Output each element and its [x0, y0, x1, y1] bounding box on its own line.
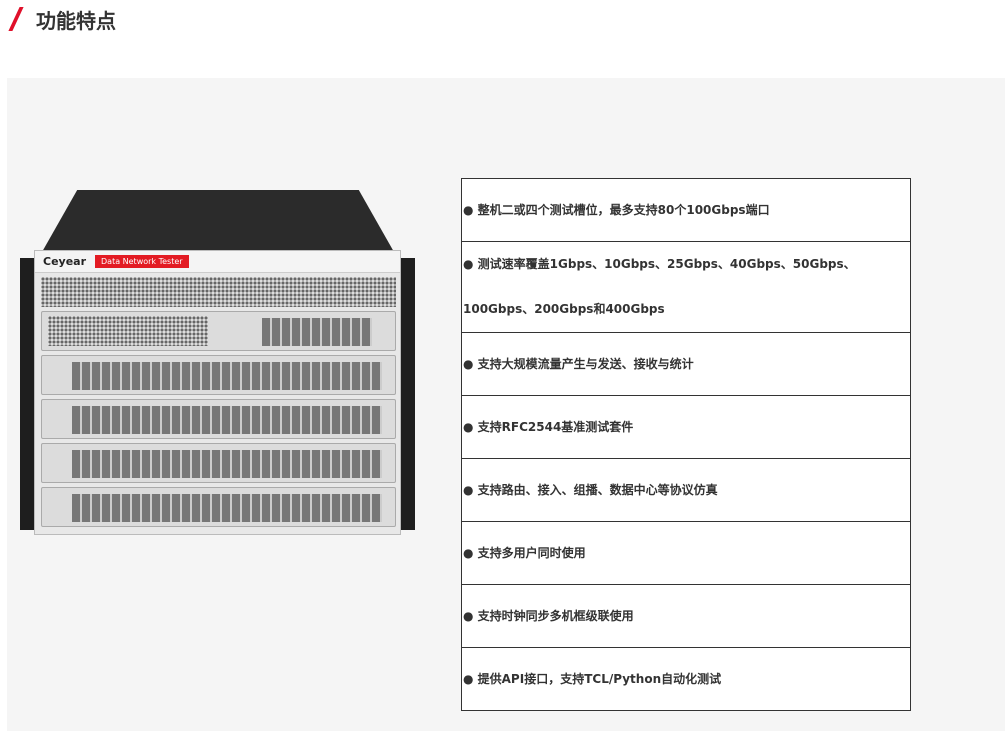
front-label-bar: Ceyear Data Network Tester [35, 251, 400, 273]
table-row: ● 整机二或四个测试槽位，最多支持80个100Gbps端口 [461, 178, 911, 242]
features-table: ● 整机二或四个测试槽位，最多支持80个100Gbps端口 ● 测试速率覆盖1G… [461, 178, 911, 711]
feature-item: ● 支持多用户同时使用 [461, 521, 911, 585]
table-row: ● 支持RFC2544基准测试套件 [461, 395, 911, 459]
chassis-top [42, 190, 394, 252]
product-label: Data Network Tester [95, 255, 189, 268]
table-row: ● 支持多用户同时使用 [461, 521, 911, 585]
port-slot [41, 399, 396, 439]
vent-grille [41, 277, 396, 307]
feature-item: ● 整机二或四个测试槽位，最多支持80个100Gbps端口 [461, 178, 911, 242]
feature-item: ● 支持时钟同步多机框级联使用 [461, 584, 911, 648]
table-row: ● 测试速率覆盖1Gbps、10Gbps、25Gbps、40Gbps、50Gbp… [461, 241, 911, 333]
rack-ear-right [401, 258, 415, 530]
port-slot [41, 443, 396, 483]
table-row: ● 提供API接口，支持TCL/Python自动化测试 [461, 647, 911, 711]
accent-slash-icon [8, 7, 24, 31]
feature-item: ● 支持RFC2544基准测试套件 [461, 395, 911, 459]
feature-item: ● 支持大规模流量产生与发送、接收与统计 [461, 332, 911, 396]
port-slot [41, 487, 396, 527]
feature-item: ● 支持路由、接入、组播、数据中心等协议仿真 [461, 458, 911, 522]
section-title: 功能特点 [36, 8, 116, 33]
chassis-front: Ceyear Data Network Tester [34, 250, 401, 535]
product-image: Ceyear Data Network Tester [20, 190, 415, 537]
port-slot [41, 355, 396, 395]
section-header: 功能特点 [8, 4, 116, 34]
table-row: ● 支持大规模流量产生与发送、接收与统计 [461, 332, 911, 396]
table-row: ● 支持路由、接入、组播、数据中心等协议仿真 [461, 458, 911, 522]
brand-logo: Ceyear [43, 255, 87, 268]
feature-item: ● 测试速率覆盖1Gbps、10Gbps、25Gbps、40Gbps、50Gbp… [461, 241, 911, 333]
control-slot [41, 311, 396, 351]
rack-ear-left [20, 258, 34, 530]
table-row: ● 支持时钟同步多机框级联使用 [461, 584, 911, 648]
feature-item: ● 提供API接口，支持TCL/Python自动化测试 [461, 647, 911, 711]
